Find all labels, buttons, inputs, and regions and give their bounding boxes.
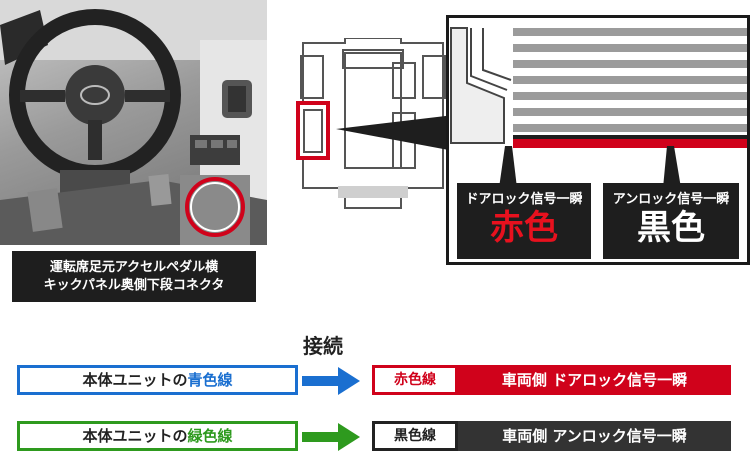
caption-line-2: キックパネル奥側下段コネクタ — [43, 277, 225, 293]
unit-wire-green: 緑色線 — [187, 427, 233, 445]
car-interior-illustration — [0, 0, 267, 245]
connector-outline — [296, 38, 446, 209]
unlock-signal-label: アンロック信号一瞬 — [612, 192, 730, 207]
unlock-label-box: アンロック信号一瞬 黒色 — [603, 183, 739, 259]
door-lock-signal-label: ドアロック信号一瞬 — [465, 192, 583, 207]
photo-caption: 運転席足元アクセルペダル横 キックパネル奥側下段コネクタ — [12, 251, 256, 302]
door-lock-label-box: ドアロック信号一瞬 赤色 — [457, 183, 591, 259]
wire-stripes — [449, 18, 747, 148]
navigation-screen — [0, 10, 48, 65]
unit-wire-box-green: 本体ユニットの緑色線 — [17, 421, 298, 451]
arrow-right-icon — [302, 423, 360, 451]
car-interior-photo — [0, 0, 267, 245]
vehicle-signal-unlock: 車両側 アンロック信号一瞬 — [458, 421, 731, 451]
unit-prefix: 本体ユニットの — [82, 371, 188, 389]
label-pointers — [499, 146, 681, 188]
unlock-wire-color: 黒色 — [637, 208, 705, 248]
arrow-right-icon — [302, 367, 360, 395]
connection-heading: 接続 — [303, 334, 343, 358]
connector-zoom-frame: ドアロック信号一瞬 赤色 アンロック信号一瞬 黒色 — [446, 15, 750, 265]
caption-line-1: 運転席足元アクセルペダル横 — [49, 259, 219, 275]
vehicle-wire-black: 黒色線 — [372, 421, 458, 451]
unit-prefix: 本体ユニットの — [82, 427, 188, 445]
highlighted-pin — [296, 101, 330, 160]
vehicle-signal-door-lock: 車両側 ドアロック信号一瞬 — [458, 365, 731, 395]
unit-wire-blue: 青色線 — [187, 371, 233, 389]
vehicle-wire-red: 赤色線 — [372, 365, 458, 395]
connector-location-highlight — [185, 177, 245, 237]
red-wire — [513, 139, 747, 148]
zoom-pointer — [336, 115, 454, 151]
door-lock-wire-color: 赤色 — [490, 208, 558, 248]
black-wire — [513, 135, 747, 139]
unit-wire-box-blue: 本体ユニットの青色線 — [17, 365, 298, 395]
